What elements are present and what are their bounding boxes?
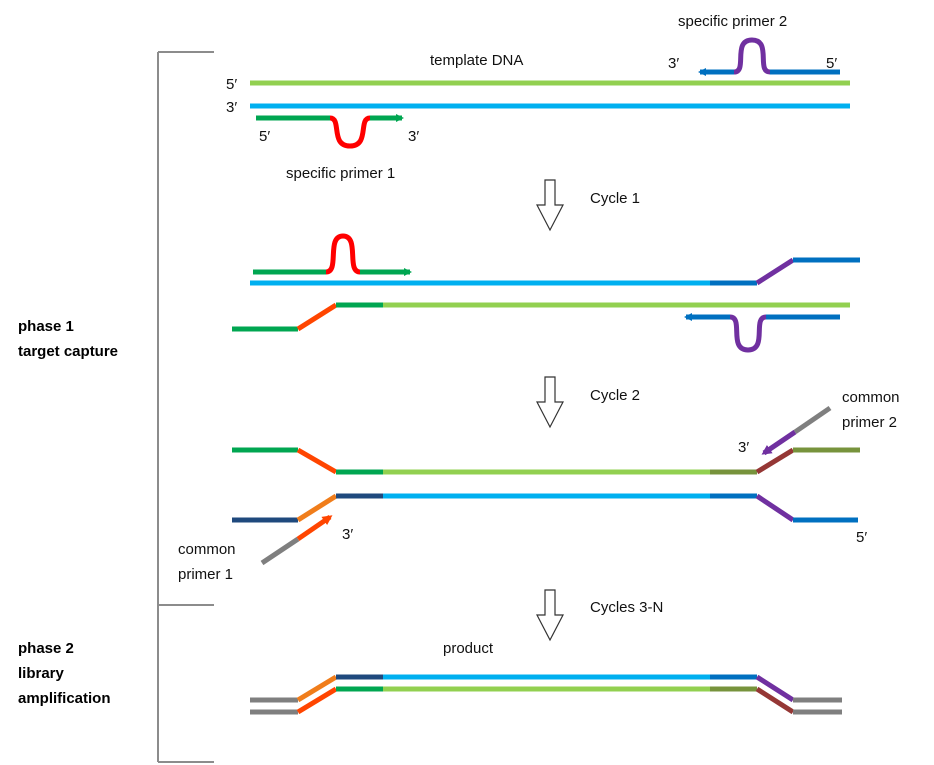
common-primer-1-label-line1: common — [178, 541, 236, 558]
specific-primer-1-label: specific primer 1 — [286, 165, 395, 182]
common-primer-2-3prime-label: 3′ — [738, 439, 749, 456]
primer-2-3prime-label: 3′ — [668, 55, 679, 72]
cycle-1-label: Cycle 1 — [590, 190, 640, 207]
step-down-arrow-icon — [536, 179, 564, 232]
common-primer-2-label-line2: primer 2 — [842, 414, 897, 431]
phase-2-title-line2: amplification — [18, 690, 111, 707]
template-stage — [250, 37, 850, 149]
phase-bracket — [157, 51, 214, 763]
phase-1-number: phase 1 — [18, 318, 74, 335]
step-down-arrow-icon — [536, 589, 564, 642]
product-stage — [250, 674, 842, 715]
template-top-5prime-label: 5′ — [226, 76, 237, 93]
common-primer-2-label-line1: common — [842, 389, 900, 406]
primer-1-3prime-label: 3′ — [408, 128, 419, 145]
template-bottom-3prime-label: 3′ — [226, 99, 237, 116]
specific-primer-2-label: specific primer 2 — [678, 13, 787, 30]
product-label: product — [443, 640, 494, 657]
specific-primer-1 — [256, 114, 404, 149]
primer-1-5prime-label: 5′ — [259, 128, 270, 145]
common-primer-2 — [761, 405, 832, 456]
common-primer-1 — [260, 514, 333, 566]
cycle-2-label: Cycle 2 — [590, 387, 640, 404]
cycle-1-stage — [232, 233, 860, 353]
cycles-3-n-label: Cycles 3-N — [590, 599, 663, 616]
specific-primer-1-bound — [253, 233, 412, 276]
phase-1-title: target capture — [18, 343, 118, 360]
cycle-2-stage — [232, 405, 860, 566]
step-down-arrow-icon — [536, 376, 564, 429]
specific-primer-2-bound — [684, 313, 840, 353]
phase-2-title-line1: library — [18, 665, 65, 682]
primer-2-5prime-label: 5′ — [826, 55, 837, 72]
specific-primer-2 — [698, 37, 840, 76]
phase-2-number: phase 2 — [18, 640, 74, 657]
common-primer-1-3prime-label: 3′ — [342, 526, 353, 543]
common-primer-1-label-line2: primer 1 — [178, 566, 233, 583]
template-dna-label: template DNA — [430, 52, 523, 69]
strand-5prime-label: 5′ — [856, 529, 867, 546]
